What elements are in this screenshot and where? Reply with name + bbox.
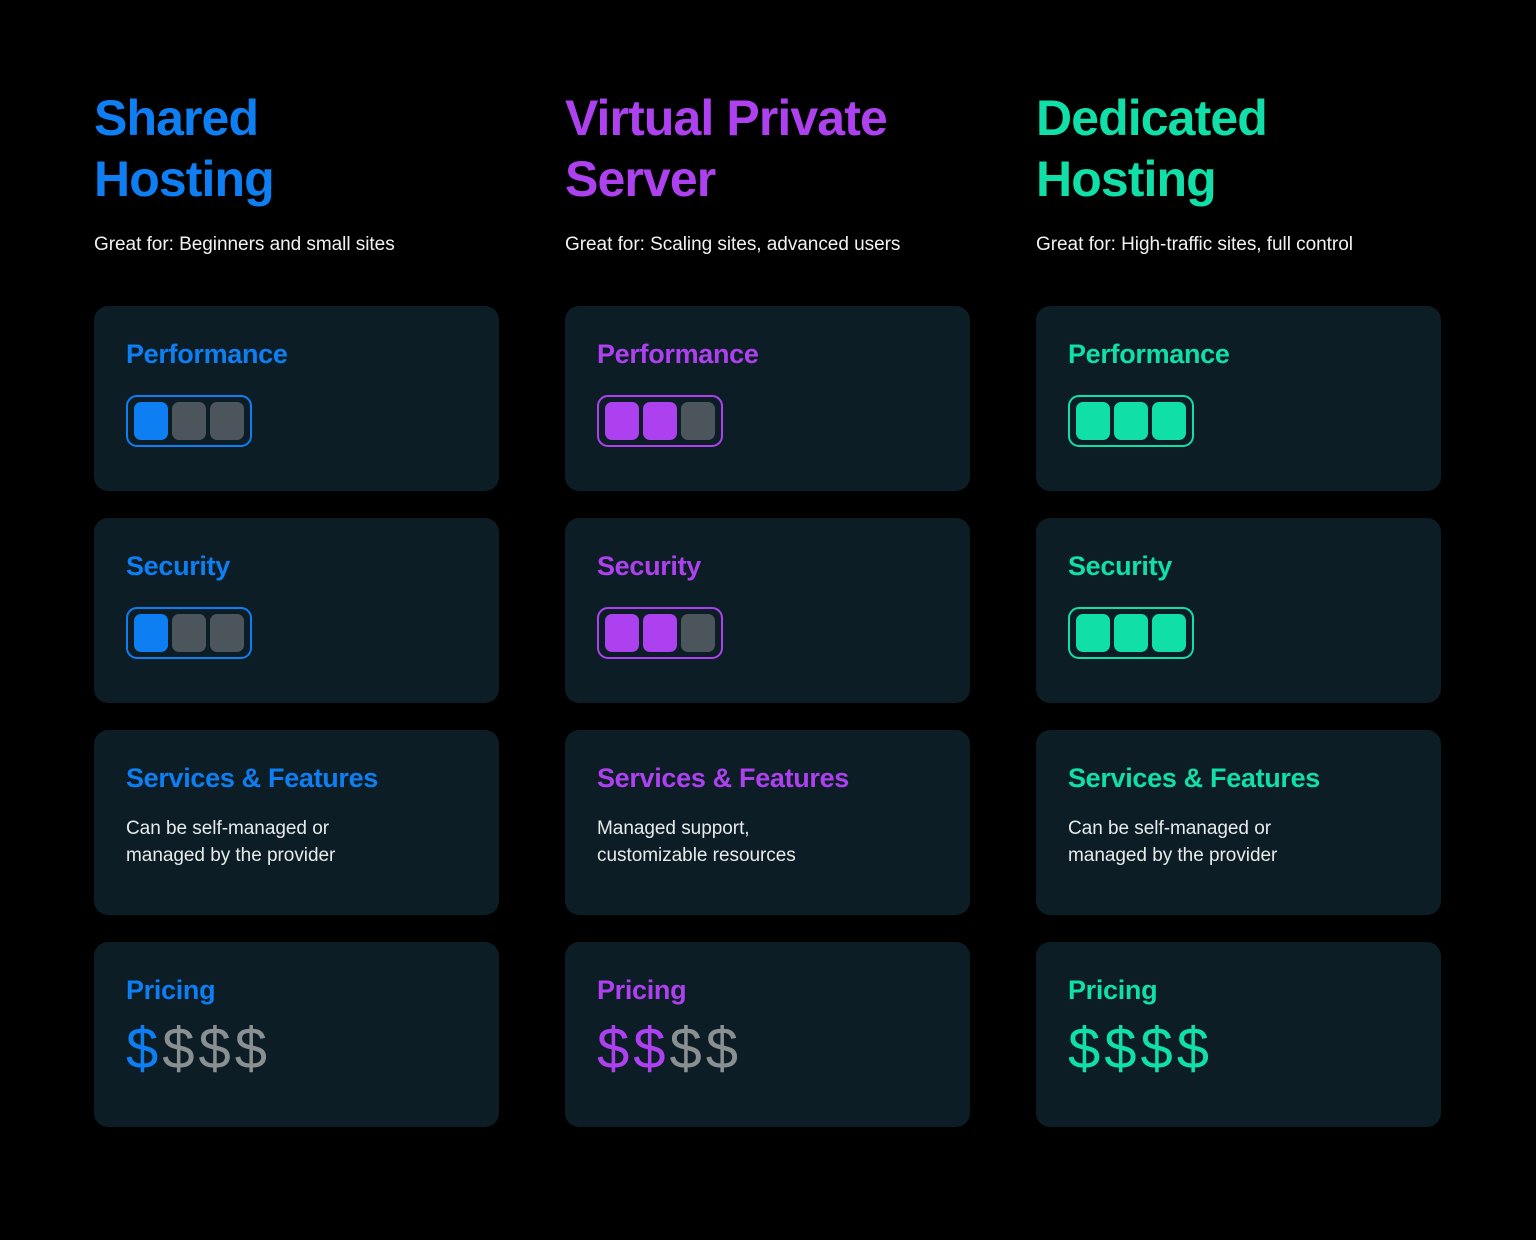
meter-segment-filled [643,402,677,441]
price-rating: $$$$ [1068,1020,1409,1078]
card-security: Security [565,517,970,703]
card-title: Pricing [597,974,687,1005]
rating-meter [1068,395,1194,448]
card-title: Pricing [126,974,216,1005]
card-title: Pricing [1068,974,1158,1005]
rating-meter [597,607,723,660]
dollar-icon-filled: $ [1176,1016,1210,1082]
meter-segment-filled [134,402,168,441]
card-description: Can be self-managed or managed by the pr… [126,818,336,866]
card-security: Security [1036,517,1441,703]
plan-title: Virtual Private Server [565,90,888,207]
card-title: Services & Features [126,762,378,793]
plan-title: Dedicated Hosting [1036,90,1268,207]
card-title: Services & Features [597,762,849,793]
meter-segment-filled [1076,614,1110,653]
card-pricing: Pricing$$$$ [94,941,499,1127]
meter-segment-filled [605,402,639,441]
price-rating: $$$$ [597,1020,938,1078]
meter-segment-filled [1152,402,1186,441]
card-performance: Performance [1036,305,1441,491]
dollar-icon-empty: $ [198,1016,231,1082]
meter-segment-filled [605,614,639,653]
dollar-icon-filled: $ [597,1016,630,1082]
card-performance: Performance [94,305,499,491]
meter-segment-empty [681,402,715,441]
meter-segment-empty [172,614,206,653]
meter-segment-empty [210,402,244,441]
price-rating: $$$$ [126,1020,467,1078]
meter-segment-empty [172,402,206,441]
card-description: Managed support, customizable resources [597,818,796,866]
dollar-icon-filled: $ [126,1016,159,1082]
dollar-icon-empty: $ [234,1016,268,1082]
card-performance: Performance [565,305,970,491]
meter-segment-empty [210,614,244,653]
card-title: Security [126,550,230,581]
dollar-icon-empty: $ [162,1016,195,1082]
plan-title: Shared Hosting [94,90,275,207]
rating-meter [597,395,723,448]
meter-segment-filled [643,614,677,653]
plan-subtitle: Great for: Scaling sites, advanced users [565,234,901,255]
card-description: Can be self-managed or managed by the pr… [1068,818,1278,866]
dollar-icon-filled: $ [633,1016,666,1082]
dollar-icon-empty: $ [705,1016,739,1082]
card-title: Services & Features [1068,762,1320,793]
plan-subtitle: Great for: Beginners and small sites [94,234,395,255]
card-title: Security [1068,550,1172,581]
meter-segment-filled [1076,402,1110,441]
dollar-icon-empty: $ [669,1016,702,1082]
card-title: Security [597,550,701,581]
card-title: Performance [1068,338,1230,369]
card-pricing: Pricing$$$$ [565,941,970,1127]
dollar-icon-filled: $ [1068,1016,1101,1082]
meter-segment-filled [1152,614,1186,653]
meter-segment-filled [1114,614,1148,653]
plan-subtitle: Great for: High-traffic sites, full cont… [1036,234,1353,255]
dollar-icon-filled: $ [1104,1016,1137,1082]
card-pricing: Pricing$$$$ [1036,941,1441,1127]
card-title: Performance [597,338,759,369]
rating-meter [126,395,252,448]
meter-segment-filled [1114,402,1148,441]
rating-meter [126,607,252,660]
meter-segment-empty [681,614,715,653]
card-title: Performance [126,338,288,369]
meter-segment-filled [134,614,168,653]
dollar-icon-filled: $ [1140,1016,1173,1082]
rating-meter [1068,607,1194,660]
card-security: Security [94,517,499,703]
